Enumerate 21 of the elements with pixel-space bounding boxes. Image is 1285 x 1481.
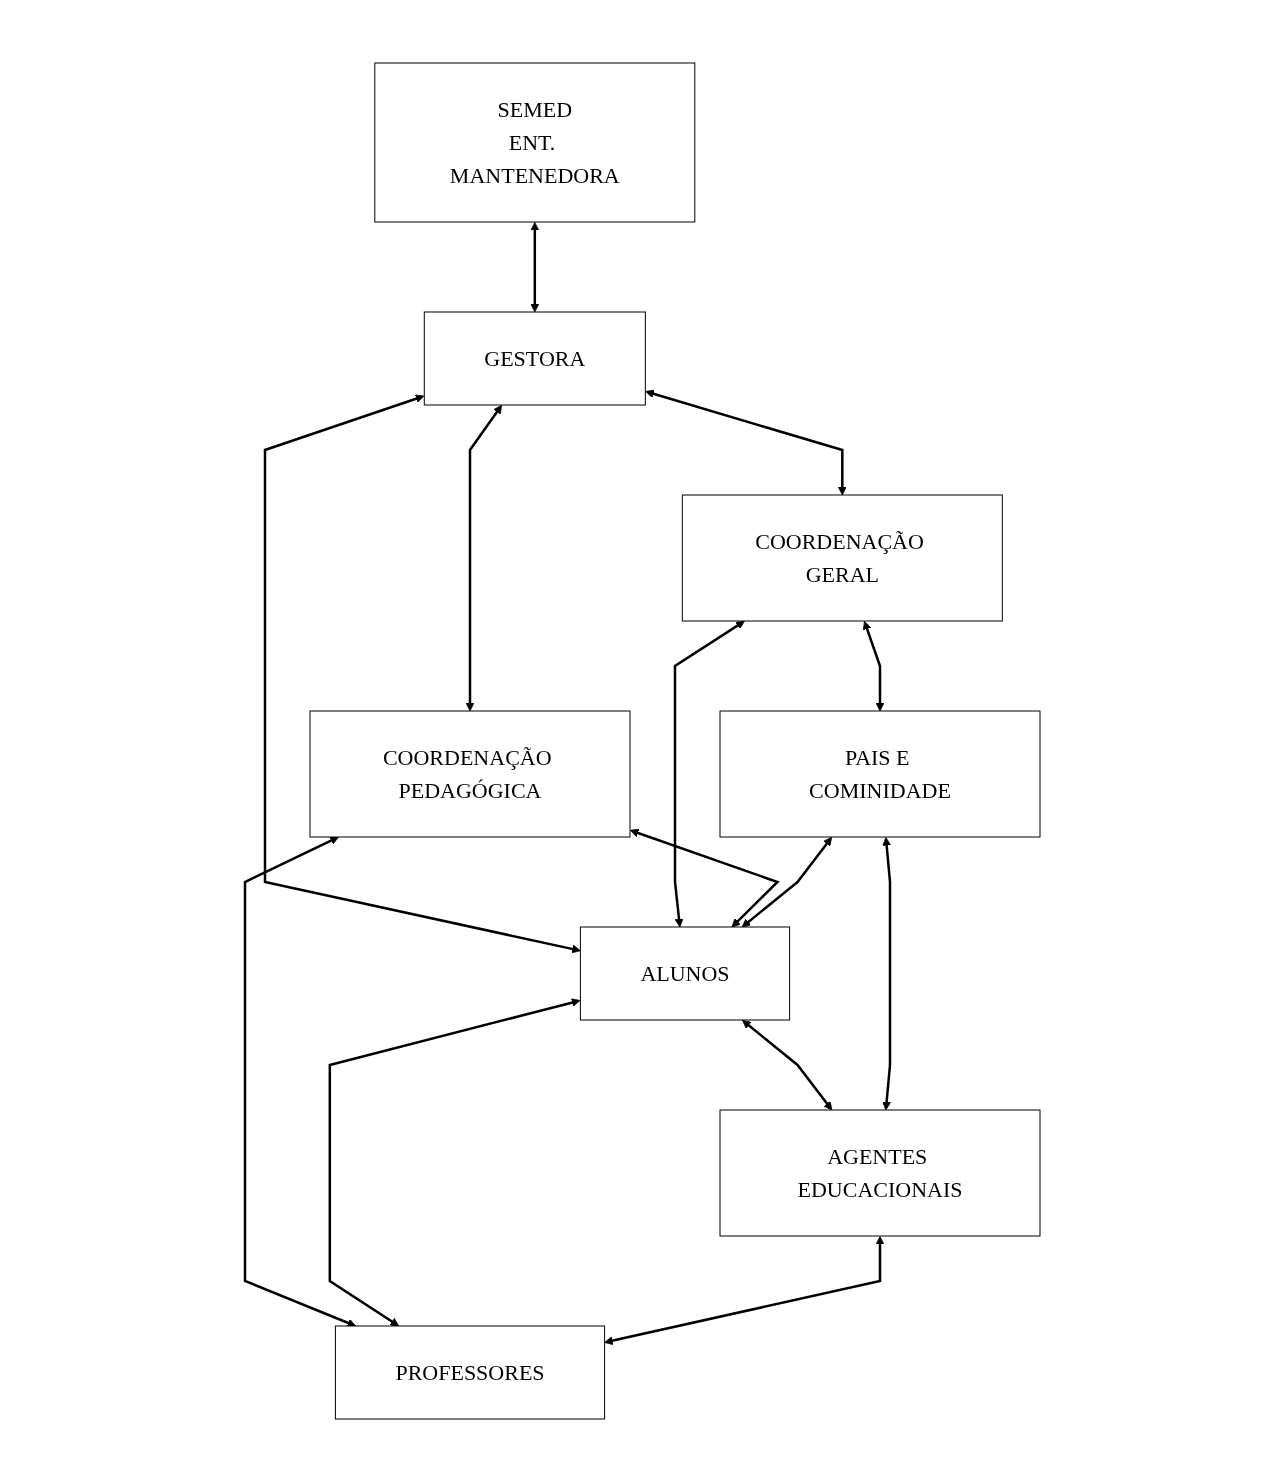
arrow xyxy=(673,620,745,927)
arrow xyxy=(263,394,581,953)
node-box: AGENTES EDUCACIONAIS xyxy=(719,1109,1041,1236)
node-box: COORDENAÇÃO PEDAGÓGICA xyxy=(309,710,631,837)
arrow xyxy=(742,1019,833,1110)
arrow xyxy=(741,836,833,927)
arrow xyxy=(328,997,581,1326)
node-box: GESTORA xyxy=(423,311,646,405)
arrow xyxy=(645,389,847,495)
node-box: PAIS E COMINIDADE xyxy=(719,710,1041,837)
arrow xyxy=(862,620,885,711)
arrow xyxy=(630,828,780,927)
arrow xyxy=(530,221,540,312)
arrow xyxy=(882,836,892,1110)
node-box: ALUNOS xyxy=(579,926,791,1020)
arrow xyxy=(604,1235,885,1345)
node-box: PROFESSORES xyxy=(334,1325,606,1419)
arrow xyxy=(465,404,503,711)
node-box: COORDENAÇÃO GERAL xyxy=(681,494,1003,621)
node-box: SEMED ENT. MANTENEDORA xyxy=(374,62,696,222)
arrow xyxy=(243,836,357,1327)
